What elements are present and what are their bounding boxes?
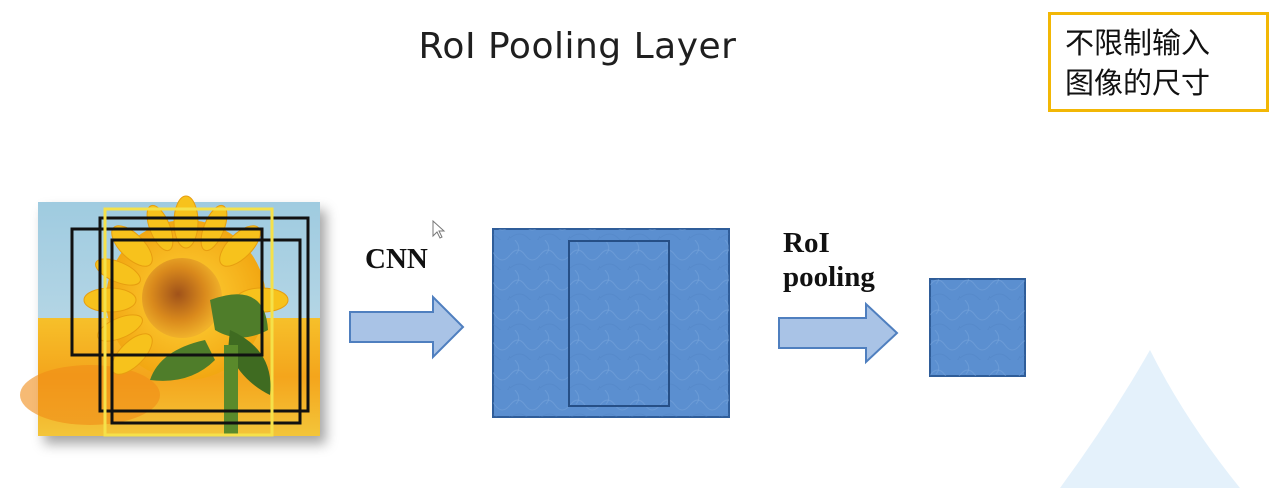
decorative-watermark [1060,350,1240,488]
proposal-box [110,238,302,425]
proposal-boxes [70,216,310,425]
feature-map [492,228,730,418]
pooled-output [929,278,1026,377]
slide-title: RoI Pooling Layer [418,26,737,67]
roi-projection [568,240,670,407]
note-line-2: 图像的尺寸 [1065,66,1211,100]
cnn-arrow [349,294,465,360]
proposal-box [70,227,264,357]
roi-pooling-label: RoI pooling [783,226,875,294]
cnn-label: CNN [365,243,428,275]
roi-label-line-1: RoI [783,227,830,259]
highlighted-proposal-box [103,207,274,437]
cursor-icon [432,219,446,239]
input-image [20,195,320,437]
proposal-box [98,216,310,413]
note-line-1: 不限制输入 [1065,26,1211,60]
roi-label-line-2: pooling [783,261,875,293]
roi-pooling-arrow [778,301,899,365]
sunflower-center [142,258,222,338]
note-box: 不限制输入 图像的尺寸 [1048,12,1269,112]
sunflower-leaves [150,294,271,395]
